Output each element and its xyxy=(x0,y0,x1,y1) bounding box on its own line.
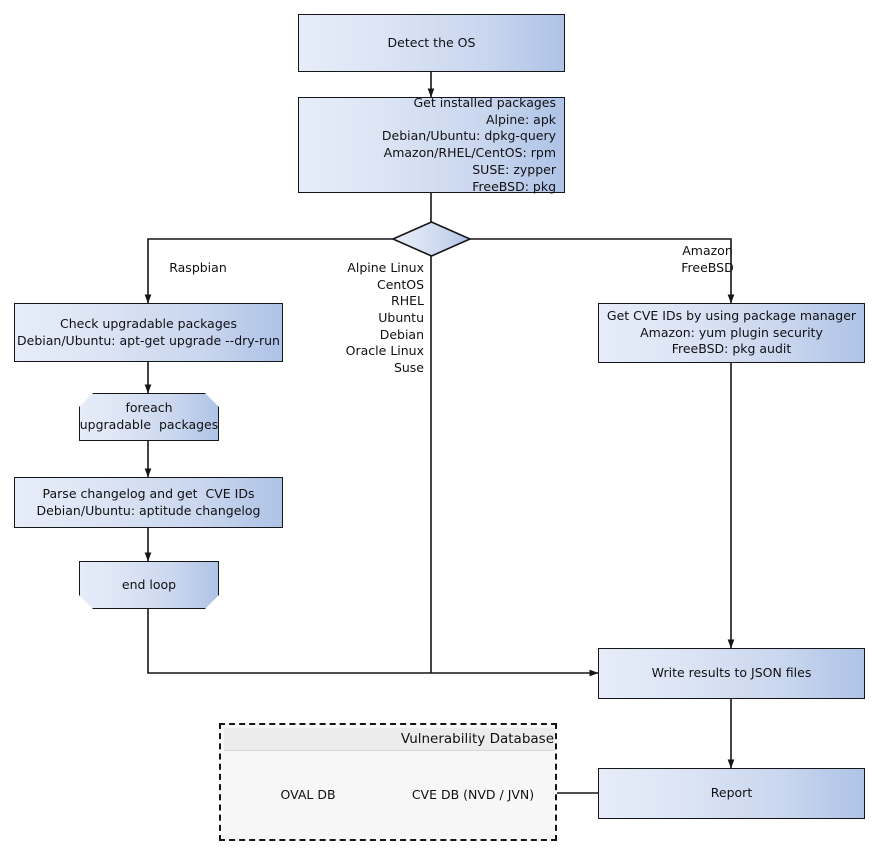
node-parse-changelog[interactable]: Parse changelog and get CVE IDs Debian/U… xyxy=(14,477,283,528)
edge-endloop-to-write xyxy=(147,609,599,677)
node-detect-os[interactable]: Detect the OS xyxy=(298,14,565,72)
branch-label-left: Raspbian xyxy=(169,260,227,275)
node-foreach-loop-label: foreach upgradable packages xyxy=(79,400,219,432)
node-end-loop[interactable]: end loop xyxy=(79,561,219,609)
node-get-cve-ids-label: Get CVE IDs by using package manager Ama… xyxy=(606,307,857,357)
vulnerability-database-title: Vulnerability Database xyxy=(224,728,555,751)
branch-label-center: Alpine Linux CentOS RHEL Ubuntu Debian O… xyxy=(345,260,424,375)
node-get-installed-packages-label: Get installed packages Alpine: apk Debia… xyxy=(381,94,556,194)
node-check-upgradable-label: Check upgradable packages Debian/Ubuntu:… xyxy=(17,315,280,348)
node-check-upgradable[interactable]: Check upgradable packages Debian/Ubuntu:… xyxy=(14,303,283,362)
cve-db-label: CVE DB (NVD / JVN) xyxy=(411,787,535,802)
branch-label-right: Amazon FreeBSD xyxy=(681,243,734,275)
node-report-label: Report xyxy=(710,785,753,801)
node-get-cve-ids[interactable]: Get CVE IDs by using package manager Ama… xyxy=(598,303,865,363)
oval-db-label: OVAL DB xyxy=(280,787,336,802)
node-get-installed-packages[interactable]: Get installed packages Alpine: apk Debia… xyxy=(298,94,565,194)
node-write-results[interactable]: Write results to JSON files xyxy=(598,648,865,699)
edge-decision-right xyxy=(470,238,735,304)
decision-diamond xyxy=(391,221,472,257)
node-parse-changelog-label: Parse changelog and get CVE IDs Debian/U… xyxy=(36,485,261,518)
node-detect-os-label: Detect the OS xyxy=(387,34,476,50)
node-foreach-loop[interactable]: foreach upgradable packages xyxy=(79,393,219,441)
edge-decision-left xyxy=(144,238,393,304)
node-end-loop-label: end loop xyxy=(121,576,177,592)
node-report[interactable]: Report xyxy=(598,768,865,819)
node-write-results-label: Write results to JSON files xyxy=(651,665,812,681)
vulnerability-database-title-label: Vulnerability Database xyxy=(400,731,554,747)
